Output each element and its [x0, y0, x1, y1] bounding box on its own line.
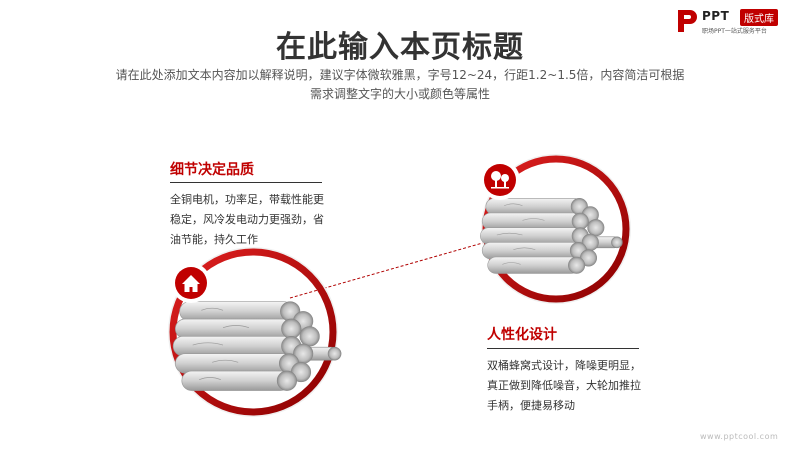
feature-image-right — [480, 154, 631, 304]
watermark: www.pptcool.com — [700, 432, 779, 441]
feature-body-right: 双桶蜂窝式设计，降噪更明显，真正做到降低噪音，大轮加推拉手柄，便捷易移动 — [487, 359, 641, 412]
brand-badge: 版式库 — [740, 9, 778, 26]
page-title: 在此输入本页标题 — [276, 30, 524, 65]
brand-tagline: 职场PPT一站式服务平台 — [702, 28, 767, 35]
page-subtitle: 请在此处添加文本内容加以解释说明，建议字体微软雅黑，字号12~24，行距1.2~… — [115, 68, 685, 101]
feature-divider-left — [170, 182, 322, 183]
feature-image-left — [168, 247, 342, 417]
brand-p-icon — [678, 10, 697, 32]
feature-body-left: 全铜电机，功率足，带载性能更稳定，风冷发电动力更强劲，省油节能，持久工作 — [170, 193, 324, 246]
feature-title-right: 人性化设计 — [487, 327, 557, 343]
brand-name: PPT — [702, 9, 730, 23]
trees-icon — [480, 160, 520, 200]
house-icon — [171, 263, 211, 303]
brand-logo: PPT 版式库 职场PPT一站式服务平台 — [676, 8, 796, 36]
feature-divider-right — [487, 348, 639, 349]
feature-title-left: 细节决定品质 — [170, 162, 254, 178]
